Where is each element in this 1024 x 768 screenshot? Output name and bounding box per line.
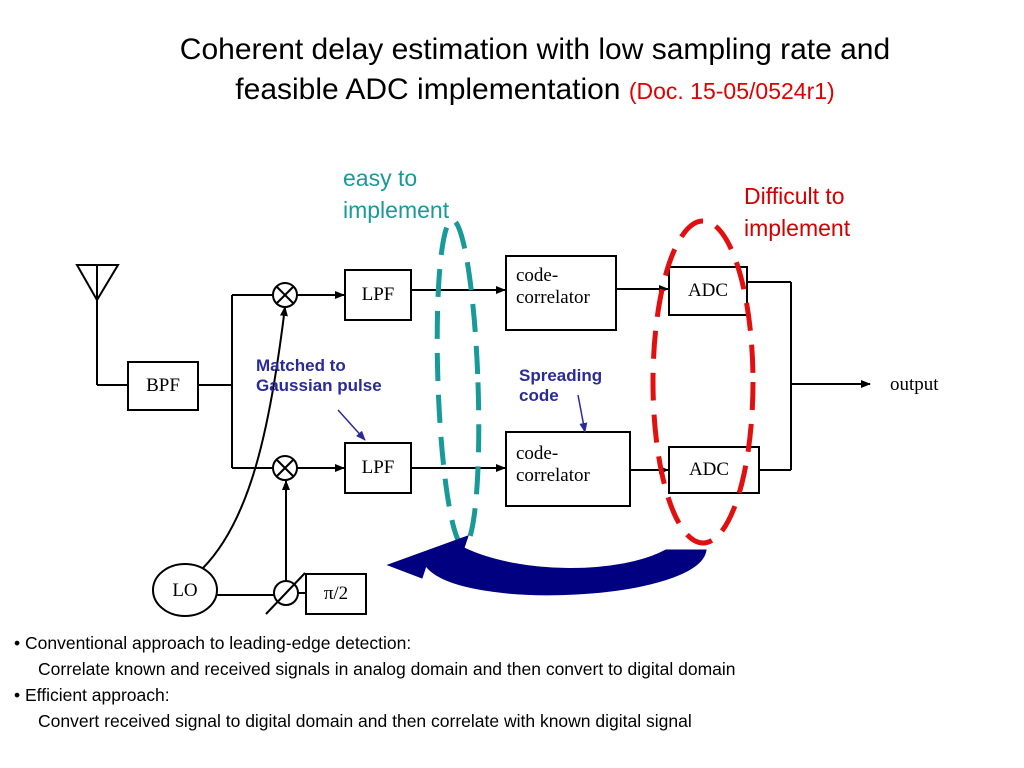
difficult-note-line-2: implement	[744, 215, 851, 241]
spreading-note-line-1: Spreading	[519, 366, 603, 385]
correlator-bottom-block	[505, 431, 631, 507]
title-line-2-text: feasible ADC implementation	[235, 73, 621, 106]
combine-lines	[747, 281, 792, 471]
phase-label: π/2	[323, 583, 349, 604]
correlator-bottom-label: code- correlator	[516, 443, 590, 487]
easy-note-line-1: easy to	[343, 165, 418, 191]
adc-top-label: ADC	[687, 280, 729, 301]
spreading-note: Spreading code	[519, 366, 602, 406]
lpf-bottom-block	[344, 442, 412, 494]
bullet-1-detail: Correlate known and received signals in …	[38, 659, 736, 679]
bullet-2-head: • Efficient approach:	[14, 685, 170, 705]
easy-note: easy to implement	[343, 162, 449, 226]
bpf-label: BPF	[146, 375, 180, 396]
spreading-note-line-2: code	[519, 386, 559, 405]
lo-top-mixer-line	[202, 306, 288, 569]
correlator-top-block	[505, 255, 617, 331]
title-line-1: Coherent delay estimation with low sampl…	[179, 33, 891, 66]
doc-reference: (Doc. 15-05/0524r1)	[628, 78, 835, 104]
easy-note-line-2: implement	[343, 197, 450, 223]
antenna-icon	[75, 264, 128, 386]
title-line-2: feasible ADC implementation (Doc. 15-05/…	[60, 70, 1010, 111]
spreading-pointer	[577, 394, 588, 433]
correlator-top-line-1: code-	[516, 265, 559, 286]
difficult-region-ellipse	[650, 218, 756, 546]
matched-note: Matched to Gaussian pulse	[256, 356, 382, 396]
correlator-top-label: code- correlator	[516, 265, 590, 309]
output-label: output	[890, 374, 939, 395]
phase-block	[305, 573, 367, 615]
difficult-note-line-1: Difficult to	[744, 183, 845, 209]
shift-arrow-icon	[386, 535, 707, 596]
slide-title: Coherent delay estimation with low sampl…	[60, 30, 1010, 111]
difficult-note: Difficult to implement	[744, 180, 850, 244]
bullet-2-detail: Convert received signal to digital domai…	[38, 711, 692, 731]
lo-block	[152, 563, 218, 617]
mixer-top-icon	[272, 282, 298, 308]
lpf-bottom-label: LPF	[361, 457, 395, 478]
mixer-bottom-icon	[272, 455, 298, 481]
lo-label: LO	[172, 580, 198, 601]
bullet-list: • Conventional approach to leading-edge …	[14, 630, 736, 734]
adc-bottom-label: ADC	[688, 459, 730, 480]
bpf-block	[127, 361, 199, 411]
correlator-top-line-2: correlator	[516, 287, 590, 308]
lpf-top-block	[344, 269, 412, 321]
matched-pointer	[337, 409, 366, 441]
matched-note-line-1: Matched to	[256, 356, 346, 375]
easy-region-ellipse	[434, 217, 482, 549]
correlator-bottom-line-2: correlator	[516, 465, 590, 486]
adc-top-block	[668, 266, 748, 316]
correlator-bottom-line-1: code-	[516, 443, 559, 464]
bullet-1-head: • Conventional approach to leading-edge …	[14, 633, 412, 653]
split-lines	[198, 294, 272, 469]
matched-note-line-2: Gaussian pulse	[256, 376, 382, 395]
lpf-top-label: LPF	[361, 284, 395, 305]
